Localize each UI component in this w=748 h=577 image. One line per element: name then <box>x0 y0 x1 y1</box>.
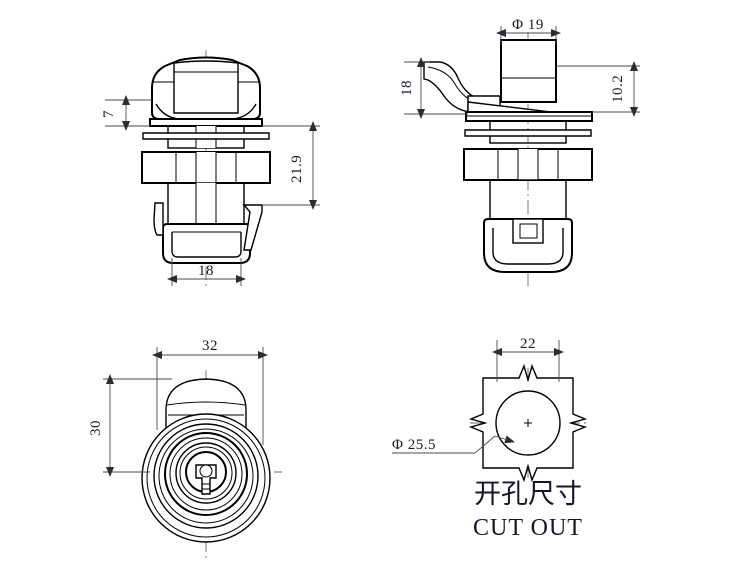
keyhole-pin-circle <box>199 464 213 478</box>
dimension-10-2: 10.2 <box>556 61 640 117</box>
cam-arm-edge <box>250 211 263 251</box>
dimension-18-front: 18 <box>167 258 246 286</box>
dimension-21-9: 21.9 <box>262 121 320 210</box>
phi255-leader-1 <box>474 435 496 454</box>
lock-body-block <box>500 39 557 103</box>
dim-label-18-side: 18 <box>399 80 415 96</box>
dimension-18-side: 18 <box>399 57 468 119</box>
dimension-phi25-5: Φ 25.5 <box>392 435 515 454</box>
plan-view-keyhole: 32 30 <box>88 338 282 560</box>
cam-bracket-outline <box>162 223 251 264</box>
plan-circle-7 <box>175 442 237 504</box>
cam-square-slot-inner <box>519 223 538 239</box>
dim-label-phi19: Φ 19 <box>512 17 544 33</box>
dim-label-22: 22 <box>520 336 536 352</box>
side-nut-bore <box>518 149 538 180</box>
dim-label-10-2: 10.2 <box>610 75 626 103</box>
dimension-22: 22 <box>492 336 564 382</box>
plan-circle-outer-2 <box>146 418 266 538</box>
dim-label-phi25-5: Φ 25.5 <box>392 437 436 453</box>
cutout-caption-chinese: 开孔尺寸 <box>474 479 582 510</box>
cam-left-tab <box>153 202 164 236</box>
nut-bore <box>196 152 216 183</box>
side-elevation-view: Φ 19 18 10.2 <box>399 17 640 290</box>
lock-cap-inner-block <box>173 60 239 114</box>
plan-circle-5 <box>164 432 248 516</box>
dimension-32: 32 <box>152 338 268 445</box>
phi255-leader-2 <box>494 435 515 444</box>
thread-lower-gap <box>196 183 216 225</box>
washer-plate <box>142 132 270 140</box>
cut-out-panel-view: 22 Φ 25.5 开孔尺寸 CUT OUT <box>392 336 588 541</box>
side-cam-outline <box>483 218 573 273</box>
dimension-7: 7 <box>101 95 152 131</box>
cap-base-flange <box>149 118 263 127</box>
plan-circle-4 <box>158 428 254 524</box>
side-washer <box>464 129 592 137</box>
dim-label-30: 30 <box>88 420 104 436</box>
dim-label-7: 7 <box>101 110 117 118</box>
plan-circle-outer-3 <box>153 423 259 529</box>
dimension-phi19: Φ 19 <box>496 17 561 44</box>
dim-label-32: 32 <box>202 338 218 354</box>
plan-circle-6 <box>169 437 243 511</box>
dimension-30: 30 <box>88 374 172 477</box>
plan-circle-8 <box>179 446 233 500</box>
dim-label-21-9: 21.9 <box>289 155 305 183</box>
plan-dome-chord <box>166 401 246 406</box>
cam-arm-fold <box>243 211 251 251</box>
cutout-caption-english: CUT OUT <box>473 515 583 541</box>
front-elevation-view: 7 21.9 18 <box>101 50 320 290</box>
side-cam-inner <box>492 228 564 265</box>
cam-bracket-inner <box>171 232 242 258</box>
dim-label-18-front: 18 <box>198 263 214 279</box>
